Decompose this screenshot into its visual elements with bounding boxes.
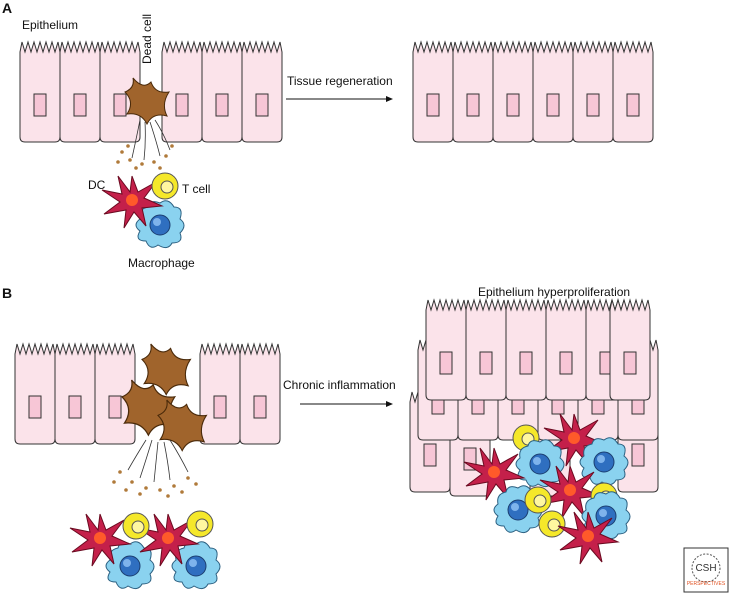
epithelial-cell <box>572 41 614 143</box>
epithelial-cell <box>505 299 547 401</box>
regenerated-epithelium <box>412 41 654 143</box>
t-cell <box>538 510 566 538</box>
logo-text-csh: CSH <box>695 563 716 574</box>
epithelial-cell <box>14 343 56 445</box>
macrophage-label: Macrophage <box>128 256 195 270</box>
panel-b-letter: B <box>2 285 12 301</box>
arrow-regeneration <box>286 96 393 102</box>
epithelial-cell <box>54 343 96 445</box>
t-cell-label: T cell <box>182 182 210 196</box>
epithelial-cell <box>241 41 283 143</box>
epithelial-cell <box>412 41 454 143</box>
csh-perspectives-logo: CSH PERSPECTIVES <box>683 547 729 593</box>
t-cell <box>122 512 150 540</box>
macrophage-cell <box>171 541 221 590</box>
epithelial-cell <box>612 41 654 143</box>
epithelial-cell <box>199 343 241 445</box>
epithelial-cell <box>609 299 651 401</box>
hyperproliferation-label: Epithelium hyperproliferation <box>478 285 630 299</box>
dendritic-cell <box>557 511 619 565</box>
dc-label: DC <box>88 178 106 192</box>
immune-cluster-a <box>101 172 185 249</box>
t-cell <box>524 486 552 514</box>
epithelial-cell <box>59 41 101 143</box>
epithelial-cell <box>425 299 467 401</box>
epithelial-cell <box>532 41 574 143</box>
t-cell <box>186 510 214 538</box>
arrow-chronic-inflammation <box>300 401 393 407</box>
epithelial-cell <box>492 41 534 143</box>
panel-a-letter: A <box>2 0 12 16</box>
logo-text-perspectives: PERSPECTIVES <box>687 581 726 587</box>
epithelial-cell <box>239 343 281 445</box>
epithelium-layer-b <box>14 343 281 452</box>
debris-stream-a <box>116 119 174 170</box>
debris-stream-b <box>112 439 198 498</box>
epithelial-cell <box>201 41 243 143</box>
epithelial-cell <box>452 41 494 143</box>
epithelial-cell <box>19 41 61 143</box>
chronic-inflammation-label: Chronic inflammation <box>283 378 396 392</box>
t-cell <box>151 172 179 200</box>
epithelium-label: Epithelium <box>22 18 78 32</box>
dead-cell-label: Dead cell <box>140 14 154 64</box>
epithelial-cell <box>465 299 507 401</box>
immune-cluster-b <box>69 510 221 590</box>
epithelial-cell <box>545 299 587 401</box>
tissue-regeneration-label: Tissue regeneration <box>287 74 393 88</box>
